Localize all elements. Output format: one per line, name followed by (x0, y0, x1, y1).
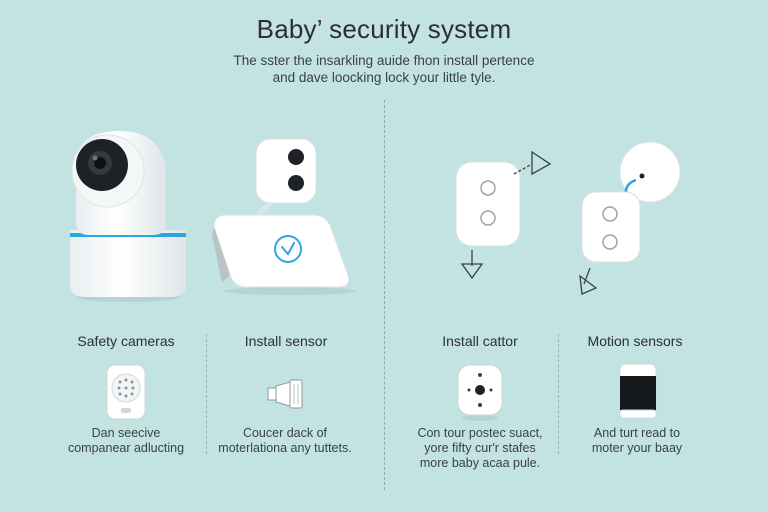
plug-icon (267, 379, 303, 409)
feature-desc-line: Con tour postec suact, (417, 426, 543, 440)
install-sensor-illustration (212, 138, 356, 295)
center-divider (384, 100, 385, 490)
feature-desc-line: companear adlucting (67, 441, 185, 455)
feature-label-motion-sensors: Motion sensors (587, 333, 683, 349)
contact-sensor-icon (457, 364, 503, 421)
feature-desc-install-cattor: Con tour postec suact, yore fifty cur'r … (385, 426, 575, 471)
feature-label-install-cattor: Install cattor (442, 333, 518, 349)
motion-sensor-illustration (579, 141, 681, 295)
column-divider-left (206, 334, 207, 454)
feature-desc-line: And turt read to (593, 426, 681, 440)
feature-desc-line: Coucer dack of (242, 426, 328, 440)
feature-desc-line: yore fifty cur'r stafes (424, 441, 536, 455)
motion-sensor-small-icon (619, 363, 657, 419)
feature-desc-line: Dan seecive (91, 426, 161, 440)
feature-desc-install-sensor: Coucer dack of moterlationa any tuttets. (190, 426, 380, 456)
subtitle-line-2: and dave loocking lock your little tyle. (272, 70, 496, 85)
feature-desc-safety-cameras: Dan seecive companear adlucting (31, 426, 221, 456)
feature-desc-motion-sensors: And turt read to moter your baay (542, 426, 732, 456)
page-title: Baby’ security system (256, 14, 512, 44)
subtitle-line-1: The sster the insarkling auide fhon inst… (233, 53, 535, 68)
feature-label-safety-cameras: Safety cameras (77, 333, 175, 349)
keypad-icon (106, 364, 146, 420)
feature-desc-line: moter your baay (591, 441, 683, 455)
safety-camera-illustration (70, 131, 186, 302)
column-divider-right (558, 334, 559, 454)
feature-label-install-sensor: Install sensor (244, 333, 328, 349)
feature-desc-line: moterlationa any tuttets. (218, 441, 352, 455)
feature-desc-line: more baby acaa pule. (419, 456, 541, 470)
page-subtitle: The sster the insarkling auide fhon inst… (0, 52, 768, 86)
install-contact-sensor-illustration (455, 150, 552, 280)
